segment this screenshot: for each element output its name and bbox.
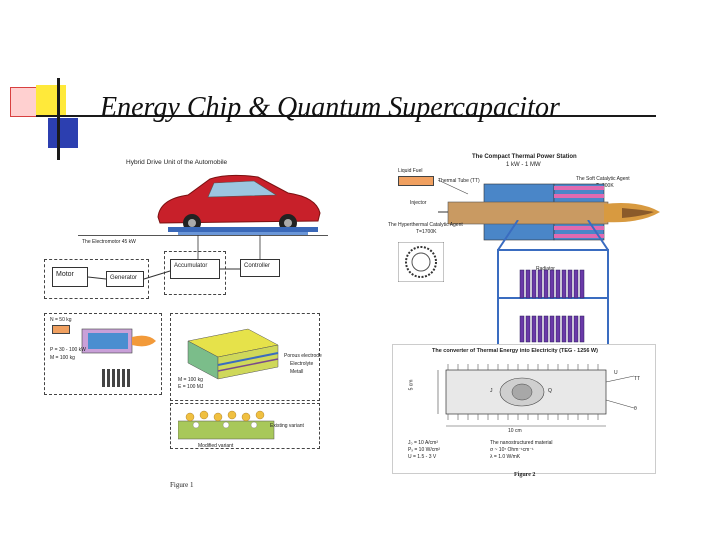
drive-train-box xyxy=(44,259,149,299)
param-p: Pₓ = 10 W/cm² xyxy=(408,447,441,453)
liquid-fuel-label: Liquid Fuel xyxy=(398,168,423,174)
decor-vertical-line xyxy=(57,78,60,160)
figure2-caption: Figure 2 xyxy=(514,472,536,478)
slide-title: Energy Chip & Quantum Supercapacitor xyxy=(100,92,560,123)
generator-label: Generator xyxy=(110,275,138,281)
decor-red-square xyxy=(10,87,40,117)
generator-box: Generator xyxy=(106,271,144,287)
power-bot-label: M = 100 kg xyxy=(50,355,75,361)
porous-electrode-label: Porous electrode xyxy=(284,353,322,359)
figure-2: The Compact Thermal Power Station 1 kW -… xyxy=(388,150,668,490)
station-title: The Compact Thermal Power Station xyxy=(472,154,577,160)
converter-title: The converter of Thermal Energy into Ele… xyxy=(432,348,598,354)
mini-station-box xyxy=(44,313,162,395)
car-label: Hybrid Drive Unit of the Automobile xyxy=(126,159,228,166)
thermal-power-station xyxy=(437,179,660,241)
material-sigma: σ ~ 10⁷ Ohm⁻¹cm⁻¹ xyxy=(490,447,534,453)
param-u: U = 1.5 - 3 V xyxy=(408,454,437,460)
soft-temp-label: T~900K xyxy=(596,183,614,189)
soft-agent-label: The Soft Catalytic Agent xyxy=(576,176,630,182)
mini-thermal-tube xyxy=(81,328,156,354)
electromotor-label: The Electromotor 45 kW xyxy=(82,239,136,245)
label-q: Q xyxy=(548,388,552,394)
dim-10cm-label: 10 cm xyxy=(508,428,522,434)
accumulator-label: Accumulator xyxy=(174,263,208,269)
energy-label: E = 100 MJ xyxy=(178,384,204,390)
mini-radiator xyxy=(102,369,130,387)
mass-label: M = 100 kg xyxy=(178,377,203,383)
connector-lines xyxy=(87,235,261,280)
label-theta: θ xyxy=(634,406,637,412)
material-lambda: λ = 1.0 W/mK xyxy=(490,454,521,460)
mini-fuel-box xyxy=(52,325,70,334)
capacitor-box xyxy=(170,313,320,401)
thermal-tube-label: Thermal Tube (TT) xyxy=(438,178,480,184)
metall-label: Metall xyxy=(290,369,304,375)
controller-box: Controller xyxy=(240,259,280,277)
dim-5cm-label: 5 cm xyxy=(408,379,415,391)
figure-1: Hybrid Drive Unit of the Automobile The … xyxy=(38,155,338,495)
accumulator-box: Accumulator xyxy=(170,259,220,279)
existing-variant-label: Existing variant xyxy=(270,423,304,429)
station-power: 1 kW - 1 MW xyxy=(506,162,541,168)
car-illustration xyxy=(157,174,321,235)
decor-yellow-square xyxy=(36,85,66,115)
figure1-caption: Figure 1 xyxy=(170,481,194,489)
hyper-temp-label: T=1700K xyxy=(416,229,437,235)
radiator-label: Radiator xyxy=(536,266,555,272)
power-mid-label: P = 30 - 100 kW xyxy=(50,347,86,353)
electrolyte-label: Electrolyte xyxy=(290,361,314,367)
param-j: J₀ = 10 A/cm² xyxy=(408,440,439,446)
cross-section-ring xyxy=(398,242,444,282)
injector-label: Injector xyxy=(410,200,427,206)
decor-horizontal-line xyxy=(36,115,656,117)
motor-box: Motor xyxy=(52,267,88,287)
label-tt: TT xyxy=(634,376,641,382)
label-j: J xyxy=(490,388,493,394)
variant-box xyxy=(170,403,320,449)
power-top-label: N = 50 kg xyxy=(50,317,72,323)
capacitor-stack xyxy=(187,328,279,380)
modified-variant-label: Modified variant xyxy=(198,443,234,449)
material-title: The nanostructured material xyxy=(490,440,553,446)
controller-label: Controller xyxy=(244,263,271,269)
road-line xyxy=(78,235,328,236)
decor-blue-square xyxy=(48,118,78,148)
radiator-system xyxy=(497,220,609,346)
variant-illustration xyxy=(178,410,275,440)
liquid-fuel-tank xyxy=(398,176,434,186)
converter-diagram xyxy=(437,364,635,427)
motor-label: Motor xyxy=(56,271,74,278)
hyper-agent-label: The Hyperthermal Catalytic Agent xyxy=(388,222,463,228)
label-u: U xyxy=(614,370,618,376)
